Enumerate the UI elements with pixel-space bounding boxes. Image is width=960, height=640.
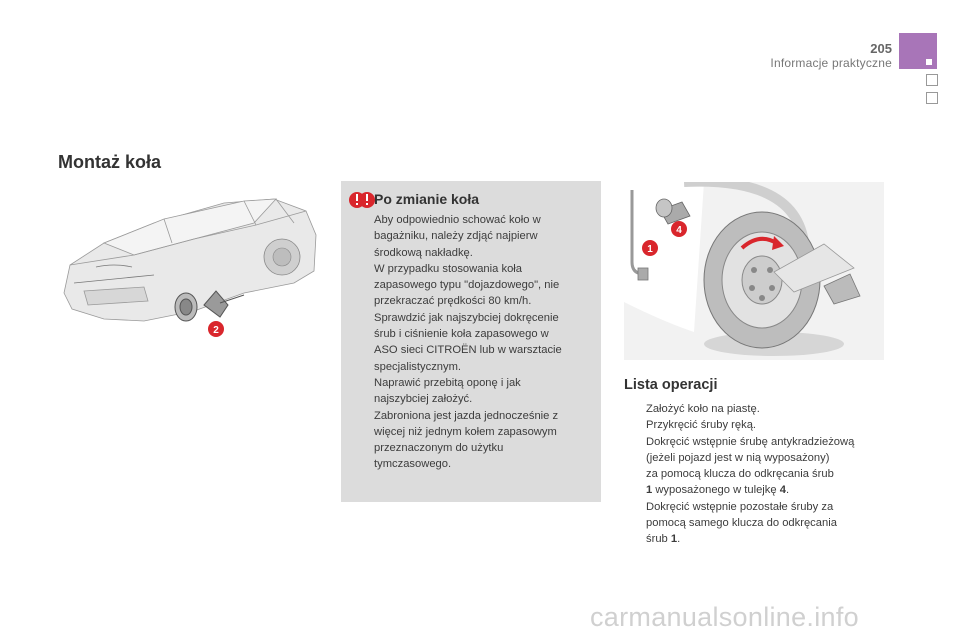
operations-title: Lista operacji	[624, 377, 718, 393]
warning-paragraph: Sprawdzić jak najszybciej dokręcenie śru…	[374, 311, 562, 373]
list-item: Dokręcić wstępnie pozostałe śruby za pom…	[646, 500, 837, 546]
warning-box	[341, 181, 601, 502]
chapter-tab-box	[926, 92, 938, 104]
operations-list: Założyć koło na piastę. Przykręcić śruby…	[624, 401, 864, 548]
warning-icon	[349, 192, 375, 208]
list-item: Dokręcić wstępnie śrubę antykradzieżową …	[646, 435, 855, 497]
tab-marker-icon	[926, 59, 932, 65]
callout-2: 2	[213, 325, 219, 336]
list-item: Założyć koło na piastę.	[646, 403, 760, 415]
warning-paragraph: Zabroniona jest jazda jednocześnie z wię…	[374, 409, 559, 471]
list-item: Przykręcić śruby ręką.	[646, 419, 757, 432]
warning-paragraph: Aby odpowiednio schować koło w bagażniku…	[374, 214, 541, 259]
warning-body: Aby odpowiednio schować koło w bagażniku…	[374, 212, 590, 473]
page-number: 205	[870, 41, 892, 56]
callout-4: 4	[676, 225, 682, 236]
watermark: carmanualsonline.info	[590, 602, 859, 632]
wheel-fitting-illustration: 1 4	[624, 182, 884, 360]
page-heading: Montaż koła	[58, 152, 162, 172]
car-jack-illustration: 2	[63, 198, 317, 337]
chapter-tab-box	[926, 74, 938, 86]
warning-paragraph: Naprawić przebitą oponę i jak najszybcie…	[374, 376, 521, 406]
chapter-tab-active	[899, 33, 937, 69]
warning-title: Po zmianie koła	[374, 191, 480, 207]
warning-paragraph: W przypadku stosowania koła zapasowego t…	[374, 262, 560, 308]
callout-1: 1	[647, 244, 653, 255]
section-title: Informacje praktyczne	[770, 56, 892, 70]
